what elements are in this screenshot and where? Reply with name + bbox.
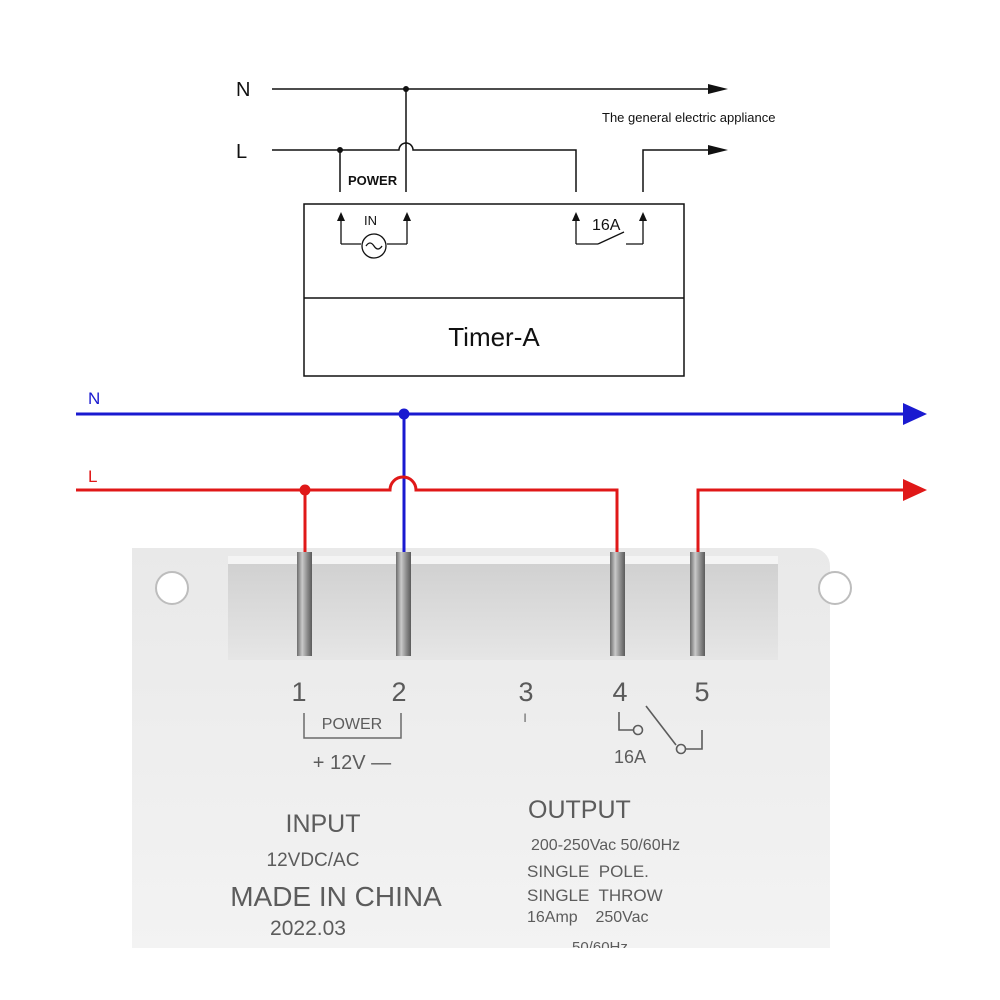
terminal-pin-5 <box>690 552 705 656</box>
top-neutral-label: N <box>236 79 250 101</box>
timer-box <box>303 203 685 377</box>
panel-power-label: POWER <box>322 716 382 733</box>
output-spec-4: 16Amp 250Vac <box>527 909 649 926</box>
output-spec-3: SINGLE THROW <box>527 886 663 905</box>
live-wire-label: L <box>88 467 97 486</box>
terminal-pin-4 <box>610 552 625 656</box>
top-neutral-arrow <box>708 84 728 94</box>
panel-switch-icon <box>645 705 677 746</box>
output-spec-2: SINGLE POLE. <box>527 862 649 881</box>
ac-source-icon <box>361 233 387 259</box>
top-schematic: N L The general electric appliance POWER… <box>236 79 775 377</box>
terminal-3-mark: I <box>523 711 526 725</box>
panel-relay-symbol: 16A <box>614 705 703 767</box>
output-spec-1: 200-250Vac 50/60Hz <box>531 837 680 854</box>
terminal-pin-2 <box>396 552 411 656</box>
mount-hole-right <box>818 571 852 605</box>
timer-name: Timer-A <box>448 322 540 352</box>
live-wire <box>76 475 619 552</box>
load-output-wire <box>696 488 906 552</box>
top-output-line <box>642 149 710 192</box>
panel-relay-rating: 16A <box>614 747 646 767</box>
mount-hole-left <box>155 571 189 605</box>
terminal-pin-1 <box>297 552 312 656</box>
terminal-number-4: 4 <box>612 677 627 707</box>
load-output-arrow <box>903 479 927 501</box>
relay-switch-icon <box>597 231 625 245</box>
appliance-label: The general electric appliance <box>602 110 775 125</box>
relay-symbol: 16A <box>572 212 647 245</box>
colored-wiring: N L <box>76 389 927 552</box>
terminal-number-2: 2 <box>391 677 406 707</box>
input-label: IN <box>364 213 377 228</box>
top-live-label: L <box>236 141 247 163</box>
terminal-slot <box>228 556 778 660</box>
power-bracket <box>303 713 402 739</box>
neutral-arrow <box>903 403 927 425</box>
neutral-wire-label: N <box>88 389 100 408</box>
date-code: 2022.03 <box>270 917 346 940</box>
supply-voltage-label: + 12V — <box>313 752 391 774</box>
power-input-symbol: IN <box>337 212 411 259</box>
input-spec: 12VDC/AC <box>267 850 360 871</box>
relay-rating-top: 16A <box>592 217 621 234</box>
device-panel: 1 2 3 4 5 I POWER + 12V — 16A INPUT 12VD… <box>132 548 852 956</box>
top-live-line <box>272 142 577 192</box>
output-heading: OUTPUT <box>528 796 631 824</box>
input-heading: INPUT <box>286 810 361 838</box>
top-output-arrow <box>708 145 728 155</box>
terminal-number-3: 3 <box>518 677 533 707</box>
top-power-label: POWER <box>348 173 398 188</box>
terminal-number-5: 5 <box>694 677 709 707</box>
terminal-number-1: 1 <box>291 677 306 707</box>
made-in-label: MADE IN CHINA <box>230 881 442 912</box>
